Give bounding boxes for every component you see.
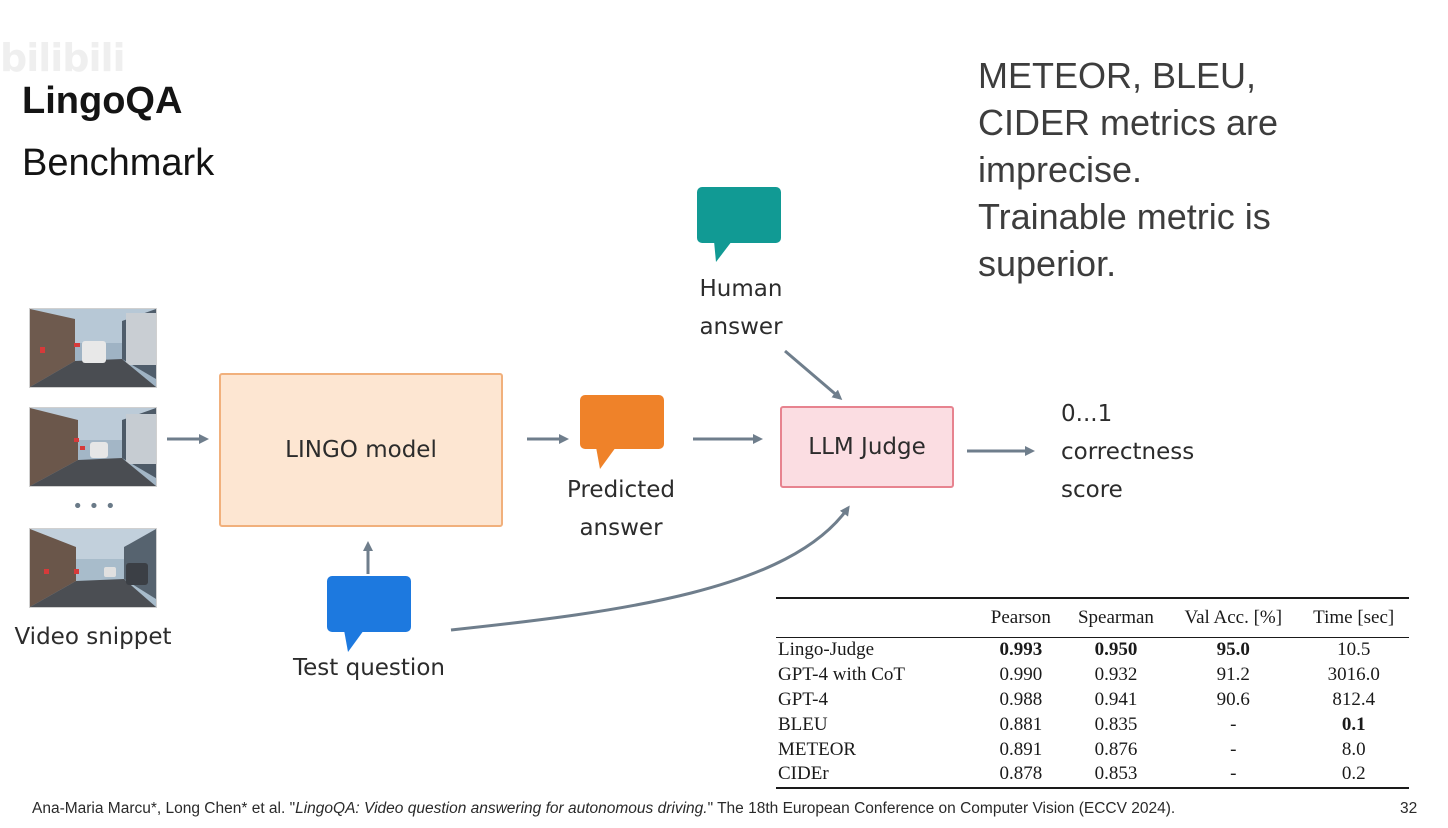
score-label: 0...1 correctness score xyxy=(1061,395,1194,509)
video-frame-1 xyxy=(29,308,157,388)
table-row: BLEU 0.881 0.835 - 0.1 xyxy=(776,712,1409,737)
cell-time: 8.0 xyxy=(1341,738,1366,760)
cell-val-acc: 91.2 xyxy=(1216,664,1250,686)
cell-model: METEOR xyxy=(778,738,857,760)
human-answer-label: Human answer xyxy=(660,270,822,346)
cell-time: 812.4 xyxy=(1332,688,1376,710)
cell-spearman: 0.853 xyxy=(1094,763,1138,785)
cell-val-acc: 90.6 xyxy=(1216,688,1250,710)
header-pearson: Pearson xyxy=(990,607,1051,628)
score-line-2: correctness xyxy=(1061,439,1195,465)
cell-model: Lingo-Judge xyxy=(778,639,875,661)
slide-subtitle: Benchmark xyxy=(22,142,215,184)
arrow-human-to-judge xyxy=(784,349,843,400)
human-answer-bubble-icon xyxy=(697,187,781,262)
cell-model: GPT-4 with CoT xyxy=(778,664,906,686)
predicted-answer-line-2: answer xyxy=(579,515,663,541)
video-frame-2 xyxy=(29,407,157,487)
cell-spearman: 0.941 xyxy=(1094,688,1138,710)
video-frame-3 xyxy=(29,528,157,608)
cell-spearman: 0.932 xyxy=(1094,664,1138,686)
human-answer-line-1: Human xyxy=(699,276,783,302)
note-line: METEOR, BLEU, xyxy=(978,55,1257,96)
citation: Ana-Maria Marcu*, Long Chen* et al. "Lin… xyxy=(32,800,1175,818)
predicted-answer-bubble-icon xyxy=(580,395,664,469)
test-question-label: Test question xyxy=(293,655,445,681)
llm-judge-box: LLM Judge xyxy=(780,406,954,488)
page-number: 32 xyxy=(1400,800,1418,817)
cell-pearson: 0.891 xyxy=(999,738,1043,760)
table-row: GPT-4 0.988 0.941 90.6 812.4 xyxy=(776,688,1409,713)
cell-pearson: 0.993 xyxy=(999,639,1043,661)
table-row: GPT-4 with CoT 0.990 0.932 91.2 3016.0 xyxy=(776,663,1409,688)
ellipsis-dots: • • • xyxy=(72,496,116,517)
cell-spearman: 0.876 xyxy=(1094,738,1138,760)
cell-time: 10.5 xyxy=(1337,639,1371,661)
lingo-model-box: LINGO model xyxy=(219,373,503,527)
cell-pearson: 0.881 xyxy=(999,713,1043,735)
lingo-model-label: LINGO model xyxy=(285,437,437,463)
score-line-3: score xyxy=(1061,477,1123,503)
table-header-row: Pearson Spearman Val Acc. [%] Time [sec] xyxy=(776,598,1409,638)
cell-val-acc: - xyxy=(1230,738,1237,760)
citation-authors: Ana-Maria Marcu*, Long Chen* et al. " xyxy=(32,800,296,817)
note-line: superior. xyxy=(978,243,1117,284)
score-line-1: 0...1 xyxy=(1061,401,1113,427)
arrow-question-to-judge xyxy=(450,505,850,632)
cell-val-acc: - xyxy=(1230,713,1237,735)
cell-model: BLEU xyxy=(778,713,828,735)
cell-pearson: 0.878 xyxy=(999,763,1043,785)
citation-paper-title: LingoQA: Video question answering for au… xyxy=(295,800,708,817)
cell-val-acc: 95.0 xyxy=(1216,639,1250,661)
predicted-answer-label: Predicted answer xyxy=(538,471,704,547)
video-snippet-label: Video snippet xyxy=(14,624,172,650)
table-row: METEOR 0.891 0.876 - 8.0 xyxy=(776,737,1409,762)
bilibili-watermark: bilibili xyxy=(0,36,126,80)
table-row: CIDEr 0.878 0.853 - 0.2 xyxy=(776,762,1409,788)
header-model xyxy=(776,598,978,638)
cell-model: CIDEr xyxy=(778,763,829,785)
test-question-bubble-icon xyxy=(327,576,411,652)
header-spearman: Spearman xyxy=(1077,607,1154,628)
cell-time: 3016.0 xyxy=(1327,664,1380,686)
cell-spearman: 0.835 xyxy=(1094,713,1138,735)
cell-time: 0.1 xyxy=(1341,713,1366,735)
predicted-answer-line-1: Predicted xyxy=(567,477,675,503)
slide-title: LingoQA xyxy=(22,80,183,122)
metrics-note: METEOR, BLEU, CIDER metrics are imprecis… xyxy=(978,52,1278,287)
note-line: CIDER metrics are xyxy=(978,102,1279,143)
citation-venue: " The 18th European Conference on Comput… xyxy=(707,800,1176,817)
cell-time: 0.2 xyxy=(1341,763,1366,785)
human-answer-line-2: answer xyxy=(699,314,783,340)
note-line: imprecise. xyxy=(978,149,1143,190)
results-table: Pearson Spearman Val Acc. [%] Time [sec]… xyxy=(776,597,1409,789)
cell-model: GPT-4 xyxy=(778,688,828,710)
cell-pearson: 0.988 xyxy=(999,688,1043,710)
cell-pearson: 0.990 xyxy=(999,664,1043,686)
llm-judge-label: LLM Judge xyxy=(808,434,926,460)
note-line: Trainable metric is xyxy=(978,196,1271,237)
cell-val-acc: - xyxy=(1230,763,1237,785)
table-row: Lingo-Judge 0.993 0.950 95.0 10.5 xyxy=(776,638,1409,663)
header-time: Time [sec] xyxy=(1313,607,1395,628)
header-val-acc: Val Acc. [%] xyxy=(1184,607,1283,628)
cell-spearman: 0.950 xyxy=(1094,639,1138,661)
